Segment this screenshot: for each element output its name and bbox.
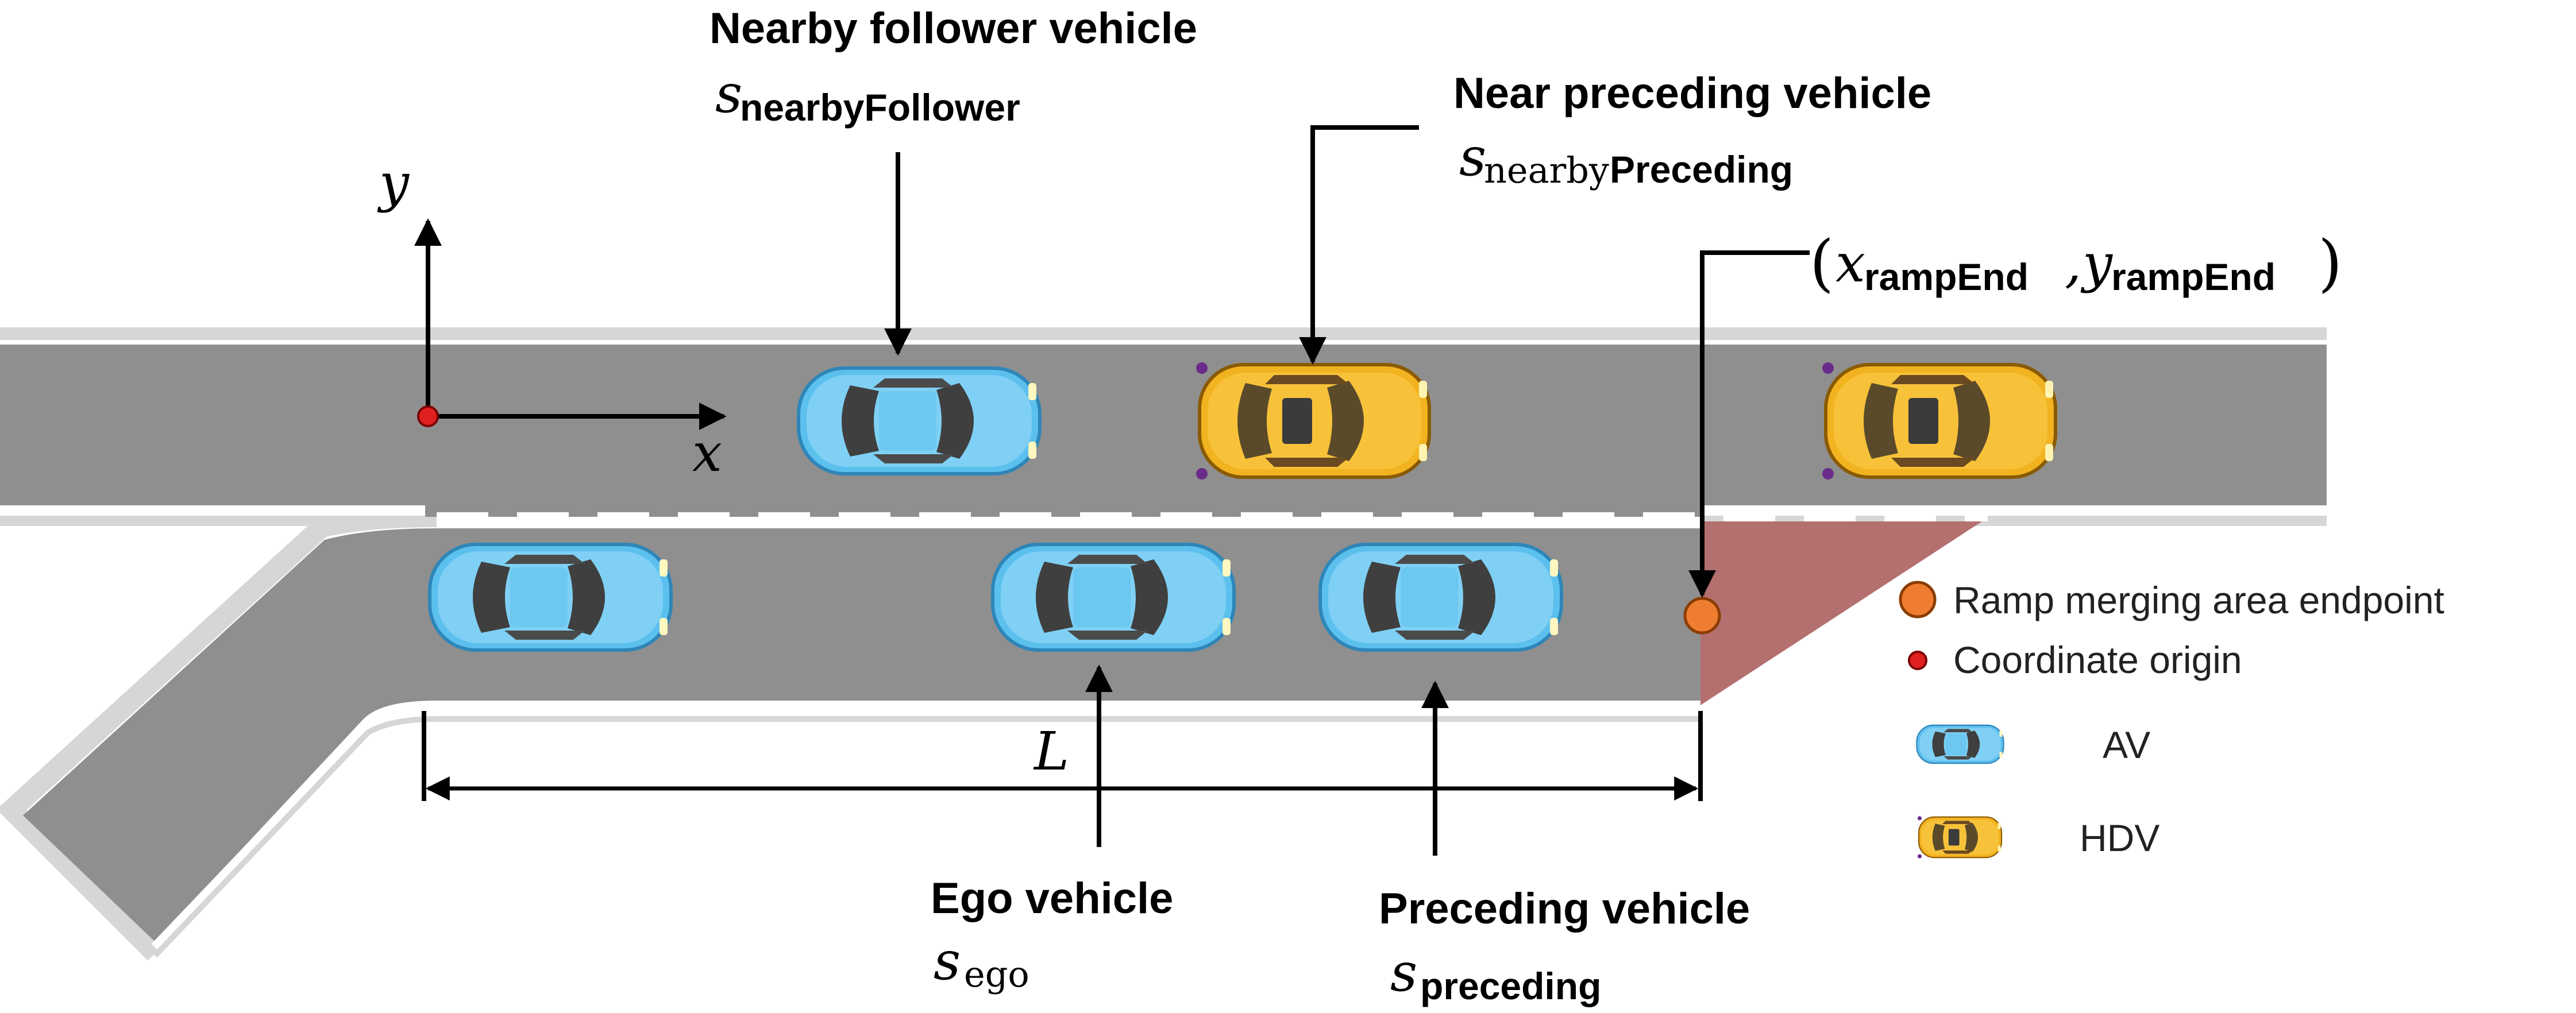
svg-text:Nearby follower vehicle: Nearby follower vehicle xyxy=(709,4,1197,53)
ramp-end-point xyxy=(1683,597,1721,635)
legend-origin: Coordinate origin xyxy=(1908,639,2242,681)
label-ramp-end: ( x rampEnd , y rampEnd ) xyxy=(1810,227,2342,299)
legend-av: AV xyxy=(1916,724,2150,766)
svg-text:Coordinate origin: Coordinate origin xyxy=(1953,639,2242,681)
svg-text:HDV: HDV xyxy=(2080,817,2159,859)
svg-text:Near preceding vehicle: Near preceding vehicle xyxy=(1453,69,1931,118)
svg-text:): ) xyxy=(2318,227,2342,299)
hdv-far-ahead xyxy=(1822,362,2056,480)
length-dimension: L xyxy=(422,711,1703,801)
coordinate-axes: y x xyxy=(377,152,727,484)
merging-area xyxy=(1700,521,1982,705)
svg-text:Preceding: Preceding xyxy=(1610,148,1793,191)
pointer-lines xyxy=(884,125,1810,856)
av-nearby-follower xyxy=(799,368,1040,474)
legend: Ramp merging area endpoint Coordinate or… xyxy=(1899,579,2444,859)
legend-hdv: HDV xyxy=(1916,815,2159,859)
svg-text:Ego vehicle: Ego vehicle xyxy=(931,874,1173,923)
svg-text:AV: AV xyxy=(2103,724,2150,766)
svg-text:(: ( xyxy=(1810,227,1834,299)
svg-text:Preceding vehicle: Preceding vehicle xyxy=(1379,884,1750,933)
svg-text:,: , xyxy=(2065,233,2081,294)
svg-text:s: s xyxy=(934,930,961,992)
axis-x-label: x xyxy=(692,422,722,484)
svg-text:s: s xyxy=(715,63,742,125)
label-ego: Ego vehicle s ego xyxy=(931,874,1173,995)
av-preceding xyxy=(1320,544,1561,650)
label-preceding: Preceding vehicle s preceding xyxy=(1379,884,1750,1007)
av-ramp-rear xyxy=(430,544,671,650)
svg-text:nearbyFollower: nearbyFollower xyxy=(740,86,1020,129)
legend-endpoint: Ramp merging area endpoint xyxy=(1899,579,2444,621)
ramp-lower-edge xyxy=(151,705,1700,952)
svg-text:rampEnd: rampEnd xyxy=(1864,256,2029,298)
svg-text:y: y xyxy=(2080,233,2113,294)
av-ego xyxy=(993,544,1234,650)
svg-text:x: x xyxy=(1835,233,1865,294)
length-label: L xyxy=(1033,721,1069,782)
svg-text:Ramp merging area endpoint: Ramp merging area endpoint xyxy=(1953,579,2444,621)
coordinate-origin-dot xyxy=(417,405,439,427)
svg-text:ego: ego xyxy=(964,953,1029,995)
axis-y-label: y xyxy=(377,152,410,214)
svg-text:s: s xyxy=(1459,126,1486,188)
main-road-top-edge xyxy=(0,327,2327,340)
label-nearby-follower: Nearby follower vehicle s nearbyFollower xyxy=(709,4,1197,129)
label-near-preceding: Near preceding vehicle s nearby Precedin… xyxy=(1453,69,1931,191)
svg-text:nearby: nearby xyxy=(1484,149,1609,191)
svg-text:preceding: preceding xyxy=(1420,965,1601,1007)
svg-text:rampEnd: rampEnd xyxy=(2111,256,2276,298)
svg-text:s: s xyxy=(1390,942,1417,1003)
hdv-near-preceding xyxy=(1196,362,1429,480)
